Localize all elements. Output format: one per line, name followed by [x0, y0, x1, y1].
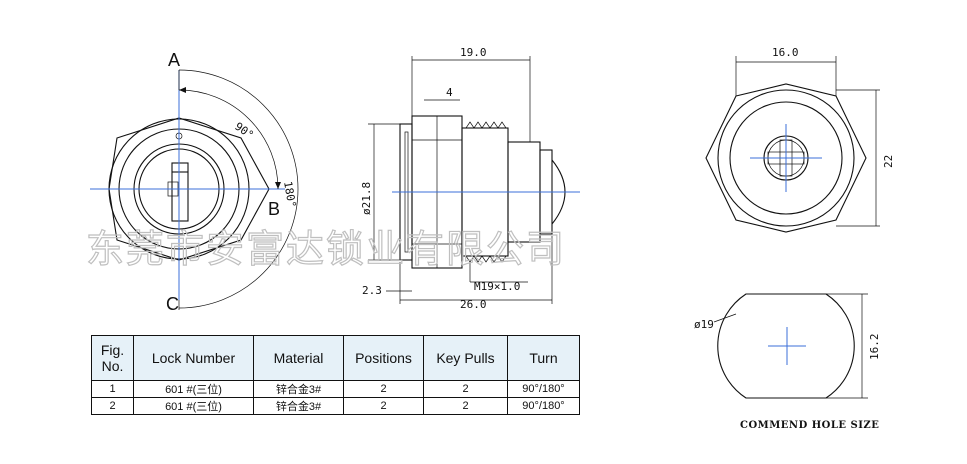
dim-flange: 2.3 — [362, 284, 382, 297]
side-view: 19.0 4 ø21.8 M19×1.0 2.3 26.0 — [360, 46, 580, 311]
cell-fig-no: 2 — [91, 397, 134, 415]
dim-thread: M19×1.0 — [474, 280, 520, 293]
dim-hole-diameter: ø19 — [694, 318, 714, 331]
cell-key-pulls: 2 — [423, 397, 508, 415]
position-c-label: C — [166, 294, 179, 314]
cell-key-pulls: 2 — [423, 380, 508, 398]
header-key-pulls: Key Pulls — [423, 335, 508, 381]
hole-view: ø19 16.2 — [694, 293, 881, 399]
dim-height: 22 — [882, 155, 895, 168]
dim-width: 16.0 — [772, 46, 799, 59]
cell-turn: 90°/180° — [507, 380, 580, 398]
dim-diameter: ø21.8 — [360, 182, 373, 215]
header-fig-no: Fig. No. — [91, 335, 134, 381]
cell-fig-no: 1 — [91, 380, 134, 398]
dim-nut: 4 — [446, 86, 453, 99]
position-a-label: A — [168, 50, 180, 70]
table-header-row: Fig. No. Lock Number Material Positions … — [91, 335, 580, 381]
cell-positions: 2 — [343, 397, 424, 415]
cell-positions: 2 — [343, 380, 424, 398]
hole-caption: COMMEND HOLE SIZE — [740, 420, 880, 431]
header-positions: Positions — [343, 335, 424, 381]
angle-180-label: 180° — [281, 180, 298, 208]
dim-length-top: 19.0 — [460, 46, 487, 59]
cell-material: 锌合金3# — [253, 380, 344, 398]
dim-total: 26.0 — [460, 298, 487, 311]
position-b-label: B — [268, 199, 280, 219]
watermark: 东莞市安富达锁业有限公司 — [86, 227, 566, 271]
spec-table: Fig. No. Lock Number Material Positions … — [91, 335, 580, 415]
front-view: A B C 90° 180° — [90, 50, 298, 314]
table-row: 2 601 #(三位) 锌合金3# 2 2 90°/180° — [91, 397, 580, 415]
header-material: Material — [253, 335, 344, 381]
cell-turn: 90°/180° — [507, 397, 580, 415]
header-turn: Turn — [507, 335, 580, 381]
table-row: 1 601 #(三位) 锌合金3# 2 2 90°/180° — [91, 380, 580, 398]
cell-material: 锌合金3# — [253, 397, 344, 415]
header-lock-number: Lock Number — [133, 335, 254, 381]
cell-lock-number: 601 #(三位) — [133, 397, 254, 415]
dim-hole-flat: 16.2 — [868, 334, 881, 361]
cell-lock-number: 601 #(三位) — [133, 380, 254, 398]
rear-view: 16.0 22 — [705, 46, 895, 233]
